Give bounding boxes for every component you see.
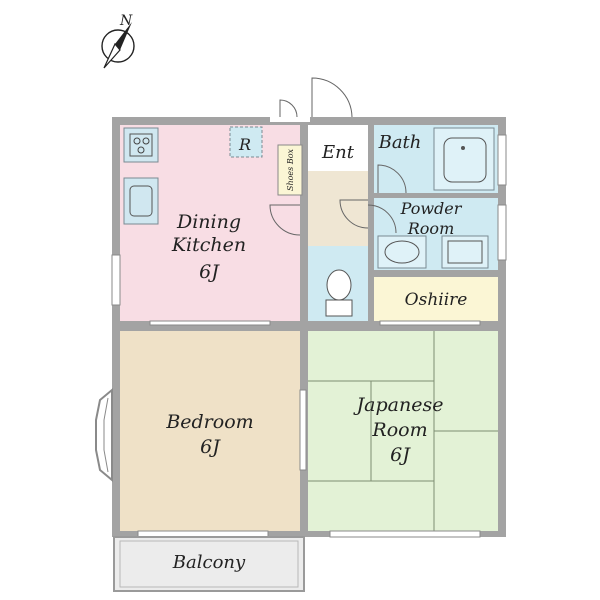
entrance-floor xyxy=(308,125,368,171)
bath-label: Bath xyxy=(378,132,422,153)
japanese-room-label-line2: Room xyxy=(371,419,427,441)
wash-basin-icon xyxy=(377,235,427,269)
bathtub-icon xyxy=(433,127,495,191)
stove-icon xyxy=(123,127,159,163)
powder-room-label-line1: Powder xyxy=(400,199,463,218)
dining-kitchen-size: 6J xyxy=(199,261,220,283)
shoes-box xyxy=(277,144,303,196)
bedroom-room xyxy=(120,331,300,531)
toilet-icon xyxy=(325,269,353,317)
shoes-box-label: Shoes Box xyxy=(286,148,295,191)
tatami-lines xyxy=(308,331,498,531)
balcony-label: Balcony xyxy=(172,552,246,573)
dining-kitchen-label-line1: Dining xyxy=(176,211,241,233)
oshiire-closet xyxy=(374,277,498,321)
hallway-floor xyxy=(308,171,368,246)
north-compass-icon: N xyxy=(101,13,135,69)
doors xyxy=(269,77,407,236)
refrigerator-box: R xyxy=(229,126,263,158)
powder-room-label-line2: Room xyxy=(407,219,454,238)
balcony xyxy=(113,536,305,592)
windows xyxy=(111,134,507,538)
bedroom-label: Bedroom xyxy=(165,411,253,433)
refrigerator-label: R xyxy=(238,135,251,154)
north-label: N xyxy=(119,13,133,29)
entrance-label: Ent xyxy=(321,142,355,163)
oshiire-label: Oshiire xyxy=(405,290,468,310)
bedroom-size: 6J xyxy=(200,436,221,458)
washing-machine-icon xyxy=(441,235,489,269)
japanese-room-size: 6J xyxy=(390,444,411,466)
dining-kitchen-label-line2: Kitchen xyxy=(171,234,246,256)
japanese-room-label-line1: Japanese xyxy=(353,394,444,416)
kitchen-sink-icon xyxy=(123,177,159,225)
